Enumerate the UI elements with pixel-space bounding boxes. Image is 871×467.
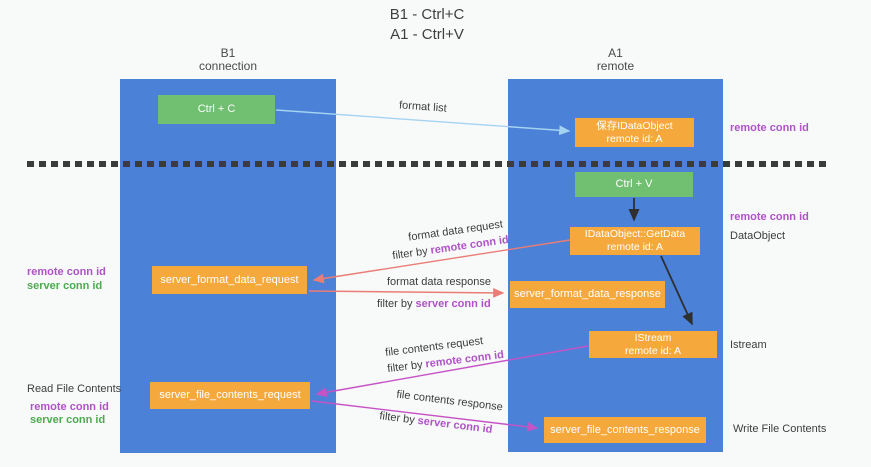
getdata-line1: IDataObject::GetData <box>584 228 686 240</box>
right-remote-conn-id-label-top: remote conn id <box>730 122 809 134</box>
title-line-1: B1 - Ctrl+C <box>389 6 465 23</box>
idataobject-getdata-node: IDataObject::GetData remote id: A <box>570 227 700 255</box>
left-column-role: connection <box>198 59 258 73</box>
save-idataobject-line2: remote id: A <box>606 132 663 145</box>
server-file-contents-response-node: server_file_contents_response <box>544 417 706 443</box>
ctrl-v-label: Ctrl + V <box>615 178 653 190</box>
left-remote-conn-id-label-file: remote conn id <box>30 401 109 413</box>
title-line-2: A1 - Ctrl+V <box>390 26 464 43</box>
server-format-data-response-label: server_format_data_response <box>514 288 661 300</box>
istream-line2: remote id: A <box>624 344 682 357</box>
left-server-conn-id-label-file: server conn id <box>30 414 106 426</box>
format-data-response-arrow <box>308 287 505 298</box>
dataobject-label: DataObject <box>730 230 786 242</box>
right-column-name: A1 <box>608 46 623 60</box>
left-server-conn-id-label-format: server conn id <box>27 280 103 292</box>
save-idataobject-node: 保存IDataObject remote id: A <box>575 118 694 147</box>
phase-divider-dashed-line <box>27 161 830 167</box>
left-remote-conn-id-label-format: remote conn id <box>27 266 106 278</box>
read-file-contents-label: Read File Contents <box>27 383 122 395</box>
left-column-header: B1 connection <box>120 47 336 73</box>
filter-prefix-4: filter by <box>378 410 416 427</box>
right-column-role: remote <box>596 59 635 73</box>
server-format-data-response-node: server_format_data_response <box>510 281 665 308</box>
right-column-header: A1 remote <box>508 47 723 73</box>
filter-key-2: server conn id <box>415 298 491 310</box>
ctrl-v-node: Ctrl + V <box>575 172 693 197</box>
server-file-contents-response-label: server_file_contents_response <box>550 423 700 436</box>
ctrl-c-label: Ctrl + C <box>197 103 236 115</box>
left-column-name: B1 <box>220 46 236 60</box>
write-file-contents-label: Write File Contents <box>733 423 827 435</box>
server-file-contents-request-node: server_file_contents_request <box>150 382 310 409</box>
server-format-data-request-node: server_format_data_request <box>152 266 307 294</box>
istream-side-label: Istream <box>730 339 767 351</box>
ctrl-c-node: Ctrl + C <box>158 95 275 124</box>
server-format-data-request-label: server_format_data_request <box>160 273 299 286</box>
filter-prefix-2: filter by <box>377 298 413 310</box>
istream-line1: IStream <box>634 331 672 344</box>
filter-prefix-1: filter by <box>391 245 429 263</box>
getdata-line2: remote id: A <box>606 241 664 253</box>
istream-node: IStream remote id: A <box>589 331 717 358</box>
server-file-contents-request-label: server_file_contents_request <box>159 389 301 401</box>
right-remote-conn-id-label-mid: remote conn id <box>730 211 809 223</box>
filter-key-4: server conn id <box>416 414 494 436</box>
diagram-title: B1 - Ctrl+C A1 - Ctrl+V <box>352 5 502 45</box>
save-idataobject-line1: 保存IDataObject <box>596 119 673 132</box>
format-data-response-label: format data response <box>387 276 491 288</box>
file-contents-response-label: file contents response <box>395 388 504 414</box>
filter-prefix-3: filter by <box>386 358 424 376</box>
format-list-label: format list <box>398 99 448 115</box>
